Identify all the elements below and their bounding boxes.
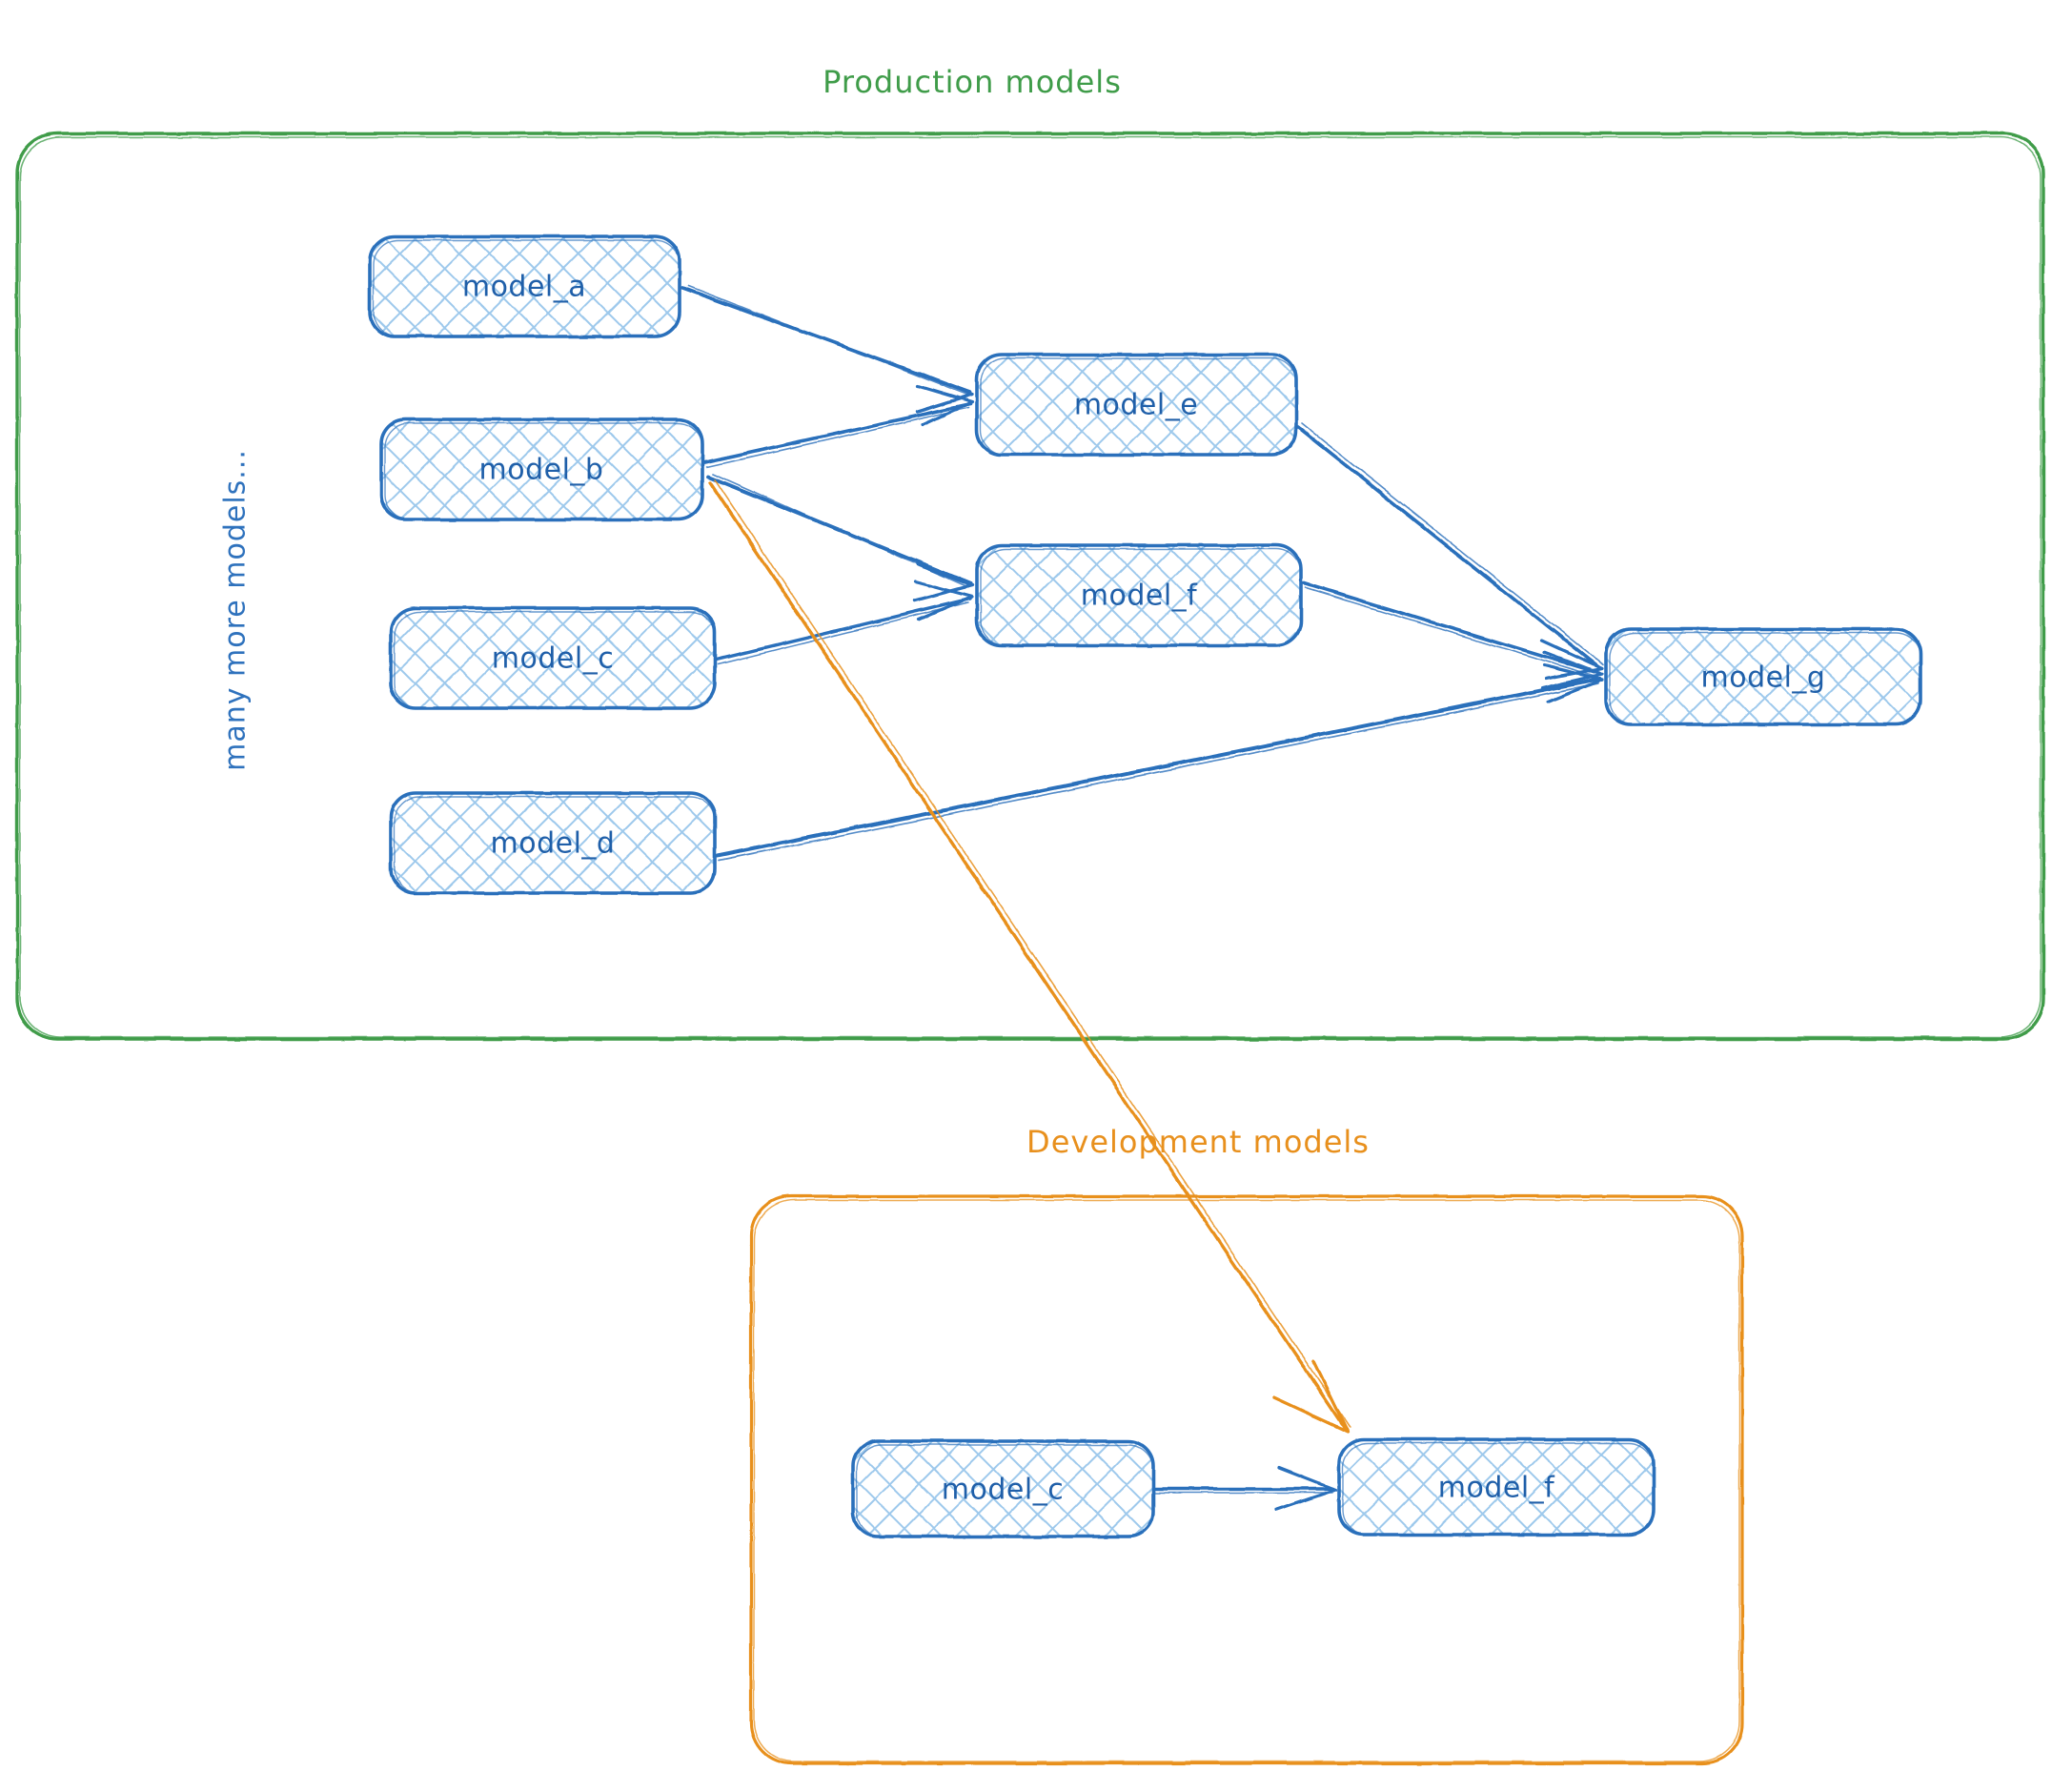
edge-model-b-to-dev-model-f <box>708 478 1351 1434</box>
node-label: model_a <box>462 271 586 304</box>
node-prod-model-b[interactable]: model_b <box>379 417 704 521</box>
node-box-sketch <box>394 796 716 894</box>
node-label: model_c <box>492 642 614 676</box>
development-group-border-sketch <box>753 1199 1740 1762</box>
production-group-title: Production models <box>823 64 1122 100</box>
node-dev-model-c[interactable]: model_c <box>851 1439 1155 1538</box>
edge-model-c-to-model-f <box>715 580 974 665</box>
edge-dev-model-c-to-dev-model-f <box>1153 1466 1337 1512</box>
group-container-production <box>15 132 2045 1041</box>
node-box-sketch <box>373 239 681 337</box>
edge-model-a-to-model-e <box>681 285 974 414</box>
node-label: model_b <box>479 454 604 487</box>
node-box-sketch <box>980 357 1297 456</box>
edge-model-b-to-model-e <box>703 384 974 468</box>
node-box-sketch <box>1609 632 1921 725</box>
node-dev-model-f[interactable]: model_f <box>1337 1437 1656 1537</box>
node-box-sketch <box>980 548 1302 646</box>
node-label: model_f <box>1081 580 1198 613</box>
side-note-many-more-models: many more models... <box>219 449 253 771</box>
node-prod-model-g[interactable]: model_g <box>1604 627 1922 726</box>
node-box-sketch <box>384 422 703 520</box>
node-box-sketch <box>394 611 716 709</box>
node-prod-model-e[interactable]: model_e <box>975 353 1298 457</box>
development-group-title: Development models <box>1026 1124 1370 1160</box>
node-label: model_c <box>942 1474 1064 1507</box>
node-label: model_d <box>491 827 616 861</box>
edge-model-b-to-model-f <box>706 473 974 602</box>
production-group-border-sketch <box>19 136 2042 1038</box>
node-label: model_g <box>1701 662 1826 695</box>
node-label: model_e <box>1074 389 1198 422</box>
node-label: model_f <box>1438 1472 1555 1505</box>
development-group-border <box>749 1194 1744 1765</box>
node-prod-model-d[interactable]: model_d <box>389 791 717 895</box>
group-container-development <box>749 1194 1744 1765</box>
edge-model-f-to-model-g <box>1302 581 1604 690</box>
edge-model-d-to-model-g <box>715 663 1604 862</box>
node-prod-model-a[interactable]: model_a <box>368 234 681 338</box>
node-prod-model-c[interactable]: model_c <box>389 606 717 710</box>
node-box-sketch <box>1342 1442 1655 1536</box>
production-group-border <box>15 132 2045 1041</box>
edge-model-e-to-model-g <box>1296 422 1604 681</box>
node-prod-model-f[interactable]: model_f <box>975 543 1303 647</box>
node-box-sketch <box>856 1444 1154 1537</box>
